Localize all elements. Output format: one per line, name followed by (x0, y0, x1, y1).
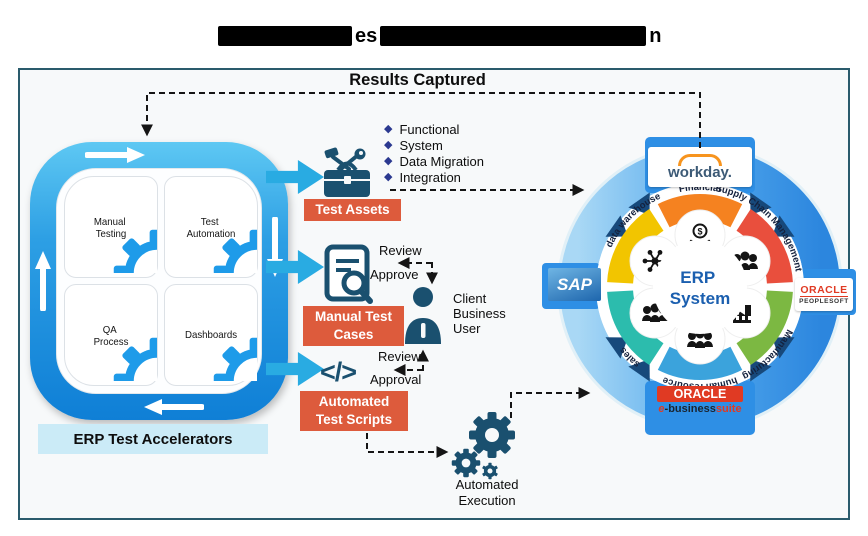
toolbox-icon (324, 147, 370, 197)
workday-text: workday. (668, 163, 732, 181)
ring-arrowheads (605, 192, 795, 382)
oracle-text: ORACLE (657, 386, 743, 402)
client-user-icon (405, 287, 441, 344)
results-captured-heading: Results Captured (349, 71, 486, 89)
page-title-redacted: es n (218, 26, 661, 46)
gear-icon: QA Process (94, 325, 157, 381)
diamond-bullet-icon: ◆ (384, 170, 393, 183)
cycle-arrow-top (85, 147, 145, 163)
gear-icon: Manual Testing (94, 217, 157, 273)
label-line: Business (453, 306, 506, 321)
segment-human-resource (657, 346, 743, 380)
workday-logo: workday. (648, 147, 752, 187)
gear-icon: Test Automation (187, 217, 257, 273)
document-magnifier-icon (324, 244, 373, 304)
review-label-ats: Review (378, 349, 421, 364)
gear-cell-manual-testing: Manual Testing (64, 176, 158, 278)
bullet-item: ◆Functional (384, 121, 460, 137)
segment-manufacturing (736, 290, 793, 365)
ebs-business: -business (664, 403, 716, 415)
diamond-bullet-icon: ◆ (384, 122, 393, 135)
oracle-ebs-logo: ORACLE e-businesssuite (652, 386, 748, 415)
segment-supply-chain (736, 209, 793, 284)
bullet-item: ◆System (384, 137, 443, 153)
diamond-bullet-icon: ◆ (384, 154, 393, 167)
sap-logo: SAP (548, 268, 601, 301)
label-line: Automated (455, 477, 519, 492)
approve-label-mtc: Approve (370, 267, 419, 282)
oracle-text: ORACLE (800, 284, 848, 297)
title-fragment: es (355, 25, 378, 47)
review-label-mtc: Review (379, 243, 422, 258)
approval-label-ats: Approval (370, 372, 422, 387)
diamond-bullet-icon: ◆ (384, 138, 393, 151)
gear-cell-qa-process: QA Process (64, 284, 158, 386)
accelerator-grid: Manual Testing Test Automation QA Proces… (56, 168, 262, 394)
bullet-item: ◆Integration (384, 169, 461, 185)
erp-center-label: ERP System (670, 268, 730, 308)
ebs-e: e (658, 403, 665, 415)
tag-text-line: Cases (333, 327, 374, 343)
title-fragment: n (649, 25, 662, 47)
segment-sales (607, 290, 664, 365)
svg-text:Manual Testing: Manual Testing (94, 217, 128, 240)
test-assets-bullets: ◆Functional ◆System ◆Data Migration ◆Int… (384, 121, 484, 185)
erp-test-accelerators-panel: Manual Testing Test Automation QA Proces… (30, 142, 288, 420)
gear-cell-dashboards: Dashboards (164, 284, 258, 386)
ebusiness-suite-text: e-businesssuite (658, 403, 741, 415)
test-assets-tag: Test Assets (304, 199, 401, 222)
gear-icon: Dashboards (185, 330, 257, 381)
workday-arc-icon (678, 153, 722, 166)
svg-text:QA Process: QA Process (94, 325, 129, 348)
tag-text-line: Test Scripts (315, 412, 393, 428)
segment-financial (657, 194, 743, 228)
ebs-suite: suite (715, 403, 742, 415)
peoplesoft-logo: ORACLE PEOPLESOFT (795, 278, 853, 311)
redaction-bar (218, 26, 352, 46)
erp-test-accelerators-caption: ERP Test Accelerators (38, 424, 268, 454)
cycle-arrow-left (35, 251, 51, 311)
label-line: Execution (458, 493, 516, 508)
label-line: User (453, 321, 481, 336)
client-business-user-label: Client Business User (453, 291, 506, 336)
automation-gears-icon (451, 412, 515, 480)
automated-test-scripts-tag: Automated Test Scripts (300, 391, 408, 432)
erp-segments (607, 194, 793, 380)
erp-center-disc (653, 240, 747, 334)
gear-cell-test-automation: Test Automation (164, 176, 258, 278)
tag-text: Test Assets (315, 202, 390, 217)
code-icon: </> (320, 357, 357, 387)
tag-text-line: Automated (318, 394, 390, 409)
automated-execution-label: Automated Execution (443, 477, 531, 509)
label-line: Client (453, 291, 487, 306)
svg-text:Dashboards: Dashboards (185, 330, 237, 341)
sap-text: SAP (557, 274, 592, 294)
segment-data-warehouse (607, 209, 664, 284)
svg-text:Test Automation: Test Automation (187, 217, 236, 240)
peoplesoft-text: PEOPLESOFT (799, 298, 849, 305)
redaction-bar (380, 26, 647, 46)
bullet-item: ◆Data Migration (384, 153, 485, 169)
caption-text: ERP Test Accelerators (73, 430, 233, 448)
tag-text-line: Manual Test (314, 309, 392, 324)
manual-test-cases-tag: Manual Test Cases (303, 306, 404, 347)
cycle-arrow-bottom (144, 399, 204, 415)
